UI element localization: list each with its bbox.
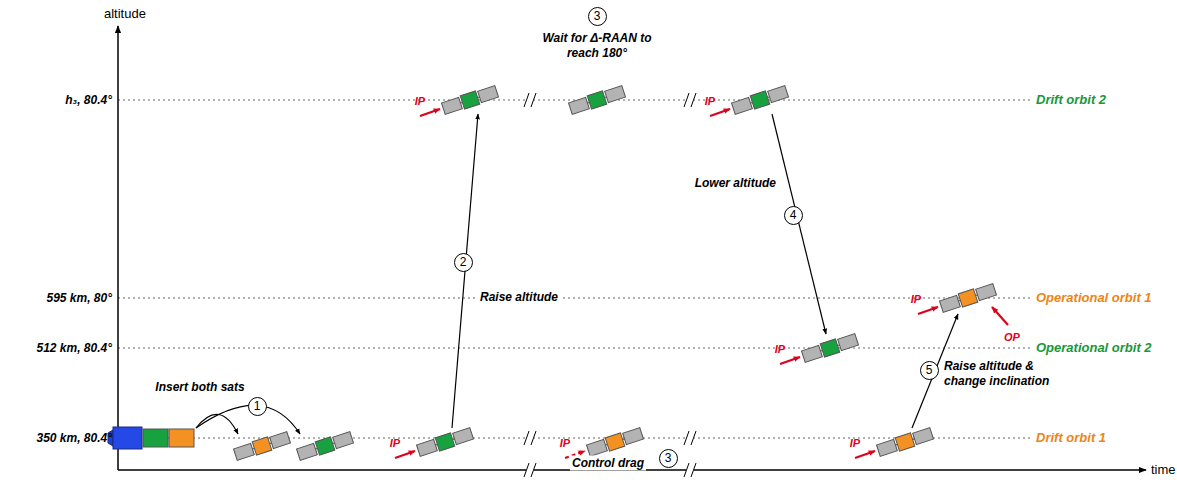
orbit-level-label: 512 km, 80.4° (36, 341, 112, 356)
step-number-circle: 2 (454, 253, 473, 272)
axes (118, 26, 1146, 470)
axis-title: altitude (104, 6, 146, 22)
impulse-label: IP (390, 437, 400, 451)
orbit-level-label: h₃, 80.4° (65, 93, 112, 108)
launcher (108, 427, 194, 449)
impulse-label: IP (560, 437, 570, 451)
step-number-circle: 4 (784, 206, 803, 225)
step-label: Raise altitude (478, 290, 560, 305)
step-label: Raise altitude & change inclination (942, 359, 1064, 389)
step-number-circle: 1 (248, 397, 267, 416)
step-number-circle: 3 (659, 449, 678, 468)
transfer-arrows (196, 114, 958, 434)
impulse-label: IP (415, 95, 425, 109)
callout-number: 1 (254, 400, 261, 412)
callout-number: 3 (594, 10, 601, 22)
satellites (233, 85, 997, 462)
orbit-name: Drift orbit 2 (1036, 92, 1106, 108)
orbit-name: Drift orbit 1 (1036, 430, 1106, 446)
callout-number: 2 (460, 256, 467, 268)
orbit-level-label: 595 km, 80° (46, 291, 112, 306)
step-label: Insert both sats (153, 380, 246, 395)
step-number-circle: 3 (588, 7, 607, 26)
step-label: Control drag (570, 456, 646, 471)
callout-number: 3 (665, 452, 672, 464)
impulse-label: IP (850, 437, 860, 451)
orbit-name: Operational orbit 2 (1036, 340, 1152, 356)
callout-number: 5 (926, 364, 933, 376)
impulse-label: IP (775, 343, 785, 357)
step-number-circle: 5 (920, 361, 939, 380)
thrust-arrows (395, 109, 1008, 458)
impulse-label: IP (911, 293, 921, 307)
impulse-label: IP (705, 95, 715, 109)
time-breaks (524, 92, 696, 478)
callout-number: 4 (790, 209, 797, 221)
orbit-level-label: 350 km, 80.4° (36, 431, 112, 446)
orbit-levels (118, 100, 1030, 438)
orbit-name: Operational orbit 1 (1036, 290, 1152, 306)
axis-title: time (1151, 462, 1176, 478)
step-label: Lower altitude (693, 176, 778, 191)
step-label: Wait for Δ-RAAN to reach 180° (539, 31, 655, 61)
impulse-label: OP (1004, 331, 1020, 345)
